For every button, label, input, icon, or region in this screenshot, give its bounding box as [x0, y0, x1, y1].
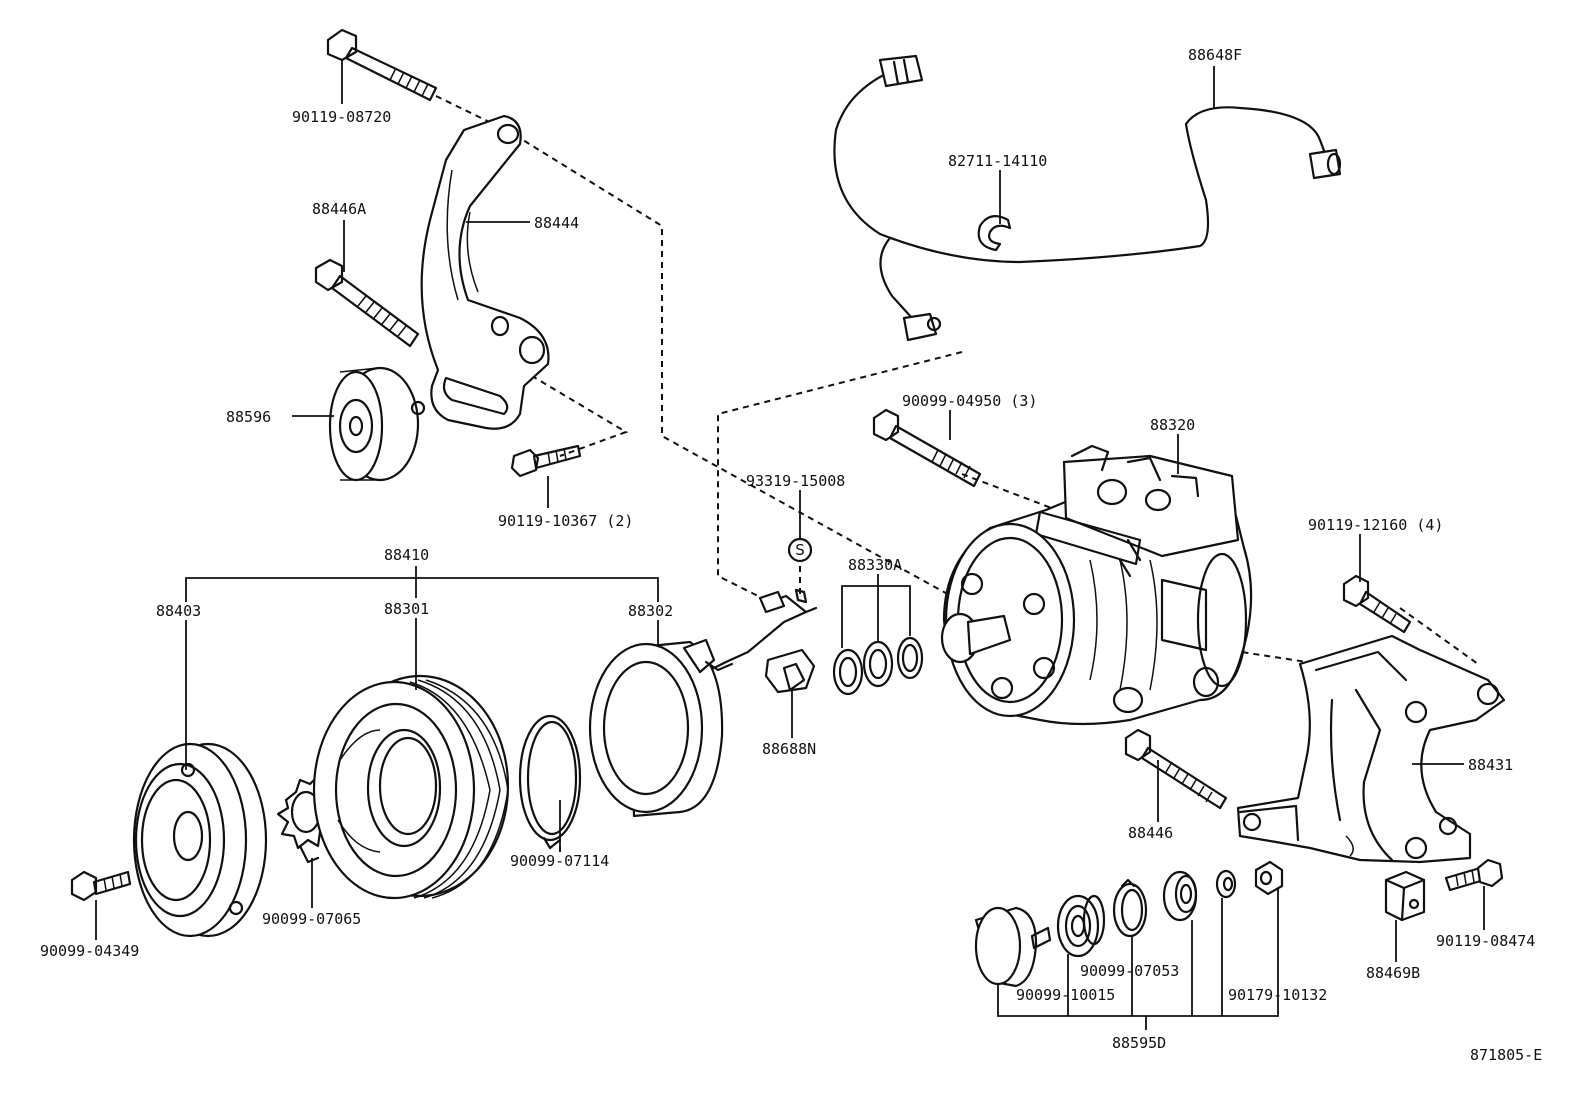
- figure-code: 871805-E: [1470, 1046, 1542, 1064]
- label-90179-10132[interactable]: 90179-10132: [1228, 986, 1327, 1004]
- wire-harness-88648f[interactable]: [833, 54, 1342, 342]
- spacer-88595d[interactable]: [1162, 870, 1198, 922]
- label-88302[interactable]: 88302: [628, 602, 673, 620]
- label-88648f[interactable]: 88648F: [1188, 46, 1242, 64]
- compressor-88320[interactable]: [940, 444, 1253, 726]
- label-88301[interactable]: 88301: [384, 600, 429, 618]
- bolt-90099-04349[interactable]: [70, 870, 132, 902]
- bolt-88446[interactable]: [1124, 728, 1228, 810]
- bolt-90119-12160[interactable]: [1342, 574, 1412, 634]
- label-90099-04950[interactable]: 90099-04950 (3): [902, 392, 1037, 410]
- label-88444[interactable]: 88444: [534, 214, 579, 232]
- special-symbol: S: [787, 537, 813, 563]
- label-90119-12160[interactable]: 90119-12160 (4): [1308, 516, 1443, 534]
- bolt-90099-04950[interactable]: [872, 408, 982, 488]
- symbol-s-text: S: [795, 541, 805, 559]
- bracket-88431[interactable]: [1236, 634, 1506, 864]
- bearing-90099-10015[interactable]: [1056, 894, 1106, 958]
- label-88431[interactable]: 88431: [1468, 756, 1513, 774]
- idler-pulley-88596[interactable]: [328, 366, 426, 482]
- label-88596[interactable]: 88596: [226, 408, 271, 426]
- label-90099-07065[interactable]: 90099-07065: [262, 910, 361, 928]
- washer-88595d[interactable]: [1215, 869, 1237, 899]
- label-88446a[interactable]: 88446A: [312, 200, 366, 218]
- clutch-hub-88403[interactable]: [132, 742, 268, 938]
- snap-ring-90099-07053[interactable]: [1112, 878, 1148, 938]
- label-88595d[interactable]: 88595D: [1112, 1034, 1166, 1052]
- label-88330a[interactable]: 88330A: [848, 556, 902, 574]
- bolt-88446a[interactable]: [314, 258, 420, 348]
- nut-90179-10132[interactable]: [1254, 860, 1284, 896]
- label-88469b[interactable]: 88469B: [1366, 964, 1420, 982]
- plate-88688n[interactable]: [764, 648, 816, 694]
- label-82711-14110[interactable]: 82711-14110: [948, 152, 1047, 170]
- label-88410[interactable]: 88410: [384, 546, 429, 564]
- label-90099-07114[interactable]: 90099-07114: [510, 852, 609, 870]
- stator-88302[interactable]: [588, 638, 734, 818]
- label-90119-08720[interactable]: 90119-08720: [292, 108, 391, 126]
- idler-cap-88595d[interactable]: [974, 906, 1052, 988]
- label-90119-10367[interactable]: 90119-10367 (2): [498, 512, 633, 530]
- part-labels: 90119-08720 88446A 88444 88596 90119-103…: [40, 46, 1542, 1064]
- clamp-82711-14110[interactable]: [977, 215, 1012, 252]
- bolt-90119-08720[interactable]: [326, 28, 438, 102]
- label-88320[interactable]: 88320: [1150, 416, 1195, 434]
- wire-93319-15008[interactable]: [708, 588, 818, 672]
- bolt-90119-10367[interactable]: [510, 444, 582, 478]
- label-90099-07053[interactable]: 90099-07053: [1080, 962, 1179, 980]
- bolt-90119-08474[interactable]: [1444, 858, 1504, 892]
- label-90099-04349[interactable]: 90099-04349: [40, 942, 139, 960]
- label-90119-08474[interactable]: 90119-08474: [1436, 932, 1535, 950]
- label-88403[interactable]: 88403: [156, 602, 201, 620]
- label-88446[interactable]: 88446: [1128, 824, 1173, 842]
- pulley-88301[interactable]: [312, 674, 510, 900]
- bracket-88444[interactable]: [420, 114, 550, 430]
- label-88688n[interactable]: 88688N: [762, 740, 816, 758]
- block-88469b[interactable]: [1384, 870, 1426, 922]
- snap-ring-90099-07114[interactable]: [518, 714, 582, 850]
- leader-lines: [95, 60, 1485, 1030]
- shims-88330a[interactable]: [832, 636, 924, 696]
- label-93319-15008[interactable]: 93319-15008: [746, 472, 845, 490]
- label-90099-10015[interactable]: 90099-10015: [1016, 986, 1115, 1004]
